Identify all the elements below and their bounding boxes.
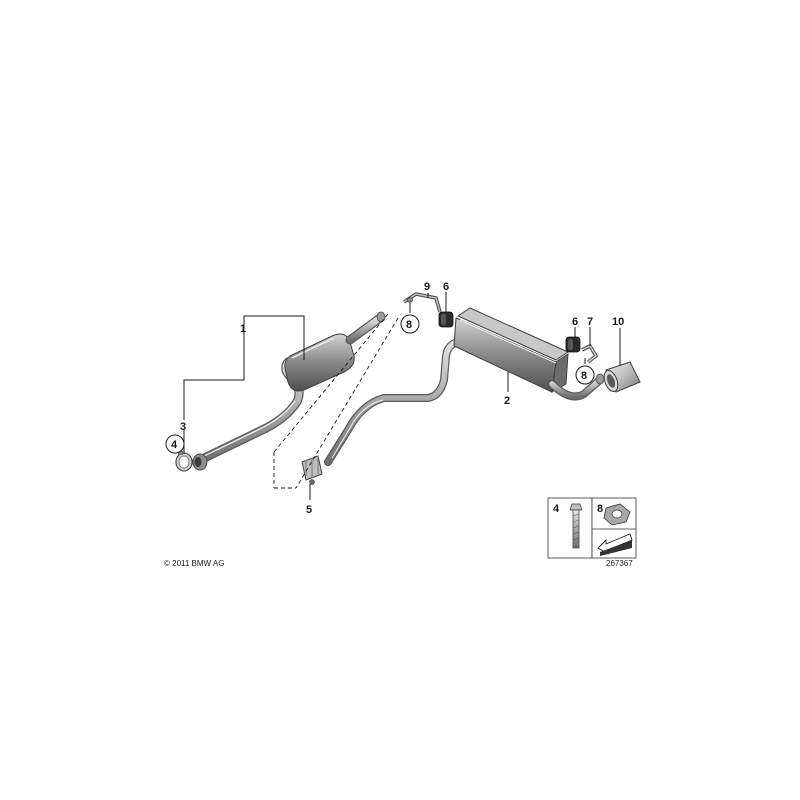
callout-6-left: 6	[443, 281, 449, 293]
center-silencer-body	[284, 333, 355, 392]
flange-nut-icon	[603, 503, 631, 526]
callout-2: 2	[504, 395, 510, 407]
parts-legend: 4 8	[547, 497, 637, 559]
callouts: 1 2 3 4 5 6 6 7 8 8 9 10	[165, 281, 624, 516]
callout-8-left-ring	[400, 314, 420, 334]
rubber-mount-right	[565, 336, 581, 353]
callout-10: 10	[612, 316, 624, 328]
hanger-bracket-7	[581, 344, 598, 364]
callout-4: 4	[171, 439, 178, 451]
leader-lines	[183, 292, 621, 500]
front-silencer-assembly	[191, 311, 386, 471]
front-clamp-4	[175, 451, 193, 472]
callout-7: 7	[587, 316, 593, 328]
bolt-icon	[569, 503, 583, 549]
pipe-clamp-5	[301, 455, 323, 485]
legend-label-4: 4	[553, 503, 560, 515]
center-outlet-pipe	[346, 314, 384, 344]
hanger-bracket-9	[403, 292, 442, 313]
callout-8-right-ring	[575, 365, 595, 385]
callout-4-ring	[165, 434, 185, 454]
tailpipe-trim	[603, 361, 641, 393]
rear-outlet-pipe	[549, 377, 603, 400]
callout-3: 3	[180, 421, 186, 433]
callout-1: 1	[240, 323, 246, 335]
front-pipe-highlight	[197, 400, 296, 460]
copyright-text: © 2011 BMW AG	[164, 559, 224, 568]
legend-label-8: 8	[597, 503, 603, 515]
tightening-arrow-icon	[597, 533, 633, 556]
callout-9: 9	[424, 281, 430, 293]
callout-8-left: 8	[406, 319, 412, 331]
callout-8-right: 8	[581, 370, 587, 382]
rubber-mount-left	[438, 311, 454, 328]
diagram-number: 267367	[606, 559, 633, 568]
callout-6-right: 6	[572, 316, 578, 328]
dashed-link-lines	[273, 313, 399, 489]
callout-5: 5	[306, 504, 312, 516]
rear-silencer-assembly	[324, 307, 605, 466]
